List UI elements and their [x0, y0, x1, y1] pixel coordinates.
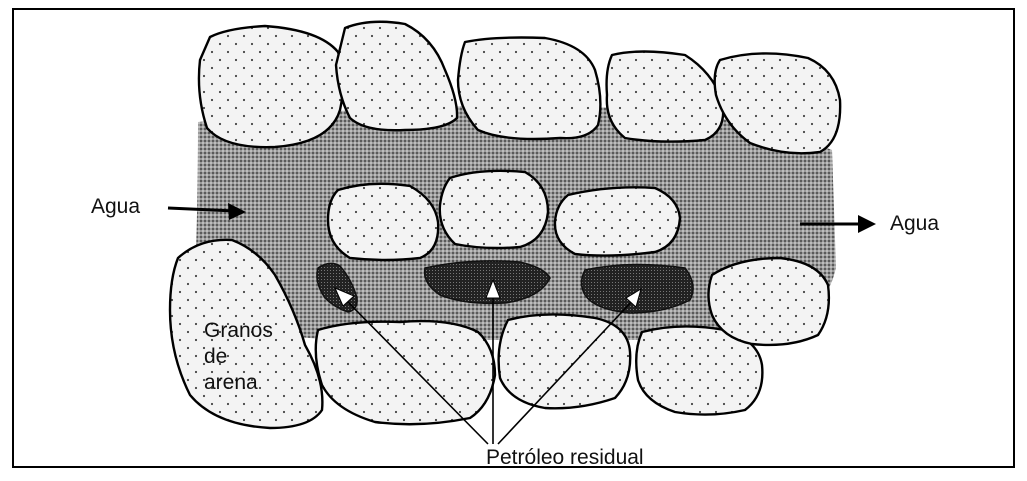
water-inflow-label: Agua — [91, 194, 140, 219]
sand-grains-label: Granos de arena — [204, 318, 273, 396]
sand-grain — [328, 184, 438, 260]
sand-grains-label-line: arena — [204, 370, 273, 396]
oil-blob — [582, 264, 694, 313]
sand-grains-label-line: de — [204, 344, 273, 370]
sand-grain — [199, 26, 343, 147]
sand-grain — [440, 171, 548, 248]
sand-grain — [607, 52, 724, 142]
sand-grains-label-line: Granos — [204, 318, 273, 344]
residual-oil-label: Petróleo residual — [486, 445, 644, 470]
sand-grain — [555, 187, 680, 255]
sand-grain — [709, 258, 829, 345]
sand-grain — [316, 321, 495, 424]
sand-grain — [499, 314, 631, 408]
sand-grain — [336, 22, 457, 131]
sand-grain — [458, 38, 600, 140]
water-outflow-label: Agua — [890, 211, 939, 236]
